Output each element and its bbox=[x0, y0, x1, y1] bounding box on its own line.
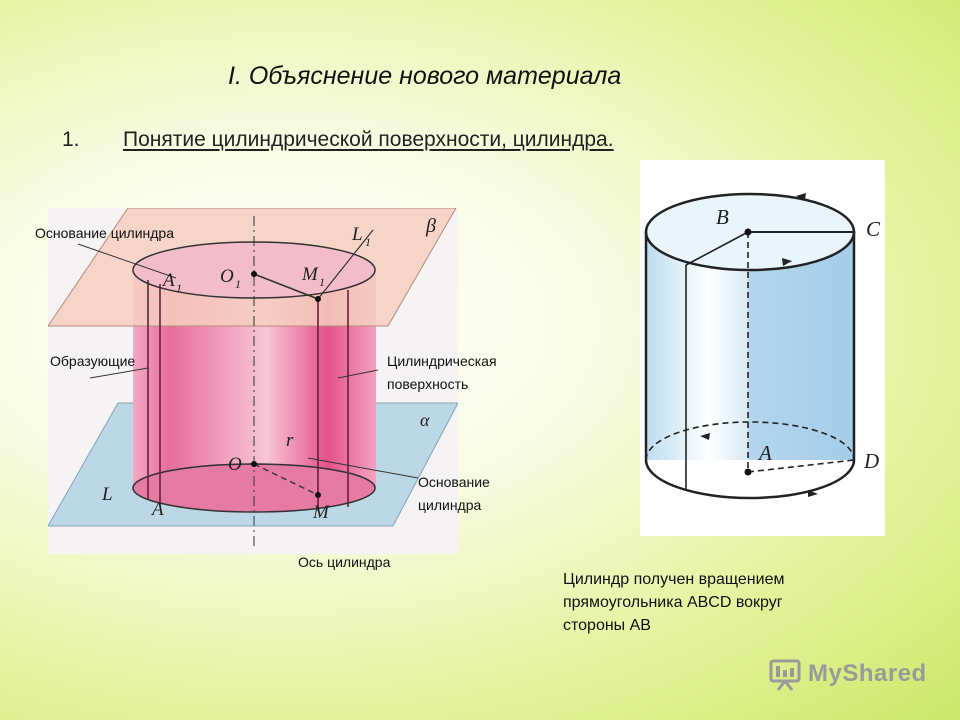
label-base-bottom-1: Основание bbox=[418, 474, 490, 490]
label-M: M bbox=[312, 502, 330, 523]
point-M1 bbox=[315, 296, 321, 302]
label-surface-1: Цилиндрическая bbox=[387, 353, 497, 369]
arrow-bottom-front bbox=[808, 490, 818, 497]
label-surface-2: поверхность bbox=[387, 376, 469, 392]
caption-line-1: Цилиндр получен вращением bbox=[563, 571, 785, 588]
label-O: O bbox=[228, 454, 242, 475]
arrow-bottom-back bbox=[700, 433, 710, 440]
arrow-top-front bbox=[782, 258, 792, 266]
radius-top bbox=[253, 273, 319, 300]
rotated-radius-top bbox=[685, 231, 749, 266]
label-L1: L bbox=[351, 224, 363, 245]
point-A bbox=[744, 468, 752, 476]
label-C: C bbox=[866, 217, 881, 241]
bottom-base-front bbox=[644, 459, 856, 500]
label-L: L bbox=[101, 484, 113, 505]
label-O1-sub: 1 bbox=[235, 277, 241, 291]
label-base-bottom-2: цилиндра bbox=[418, 497, 482, 513]
label-O1: O bbox=[220, 266, 234, 287]
label-A: A bbox=[150, 499, 164, 520]
label-r: r bbox=[286, 430, 294, 451]
point-O1 bbox=[251, 271, 257, 277]
radius-bottom bbox=[253, 463, 319, 496]
subheading: Понятие цилиндрической поверхности, цили… bbox=[123, 128, 614, 151]
label-D: D bbox=[863, 449, 879, 473]
label-M1: M bbox=[301, 264, 319, 285]
bottom-base-back bbox=[645, 421, 855, 461]
leader-surface bbox=[337, 369, 379, 379]
label-B: B bbox=[716, 205, 729, 229]
subheading-number: 1. bbox=[62, 128, 80, 151]
presentation-icon bbox=[769, 659, 801, 691]
figure2-caption: Цилиндр получен вращением прямоугольника… bbox=[563, 568, 784, 637]
bottom-base-hidden-edge bbox=[132, 463, 376, 489]
point-O bbox=[251, 461, 257, 467]
point-B bbox=[744, 228, 752, 236]
label-axis: Ось цилиндра bbox=[298, 554, 391, 570]
label-alpha: α bbox=[420, 410, 430, 430]
label-beta: β bbox=[425, 215, 436, 237]
label-A: A bbox=[757, 441, 772, 465]
cylinder-planes-figure: β α L 1 A 1 O 1 M 1 O r L A M bbox=[48, 208, 458, 554]
leader-generatrices bbox=[89, 367, 149, 379]
label-A1-sub: 1 bbox=[176, 281, 182, 295]
arrow-top-back bbox=[796, 193, 806, 200]
label-base-top: Основание цилиндра bbox=[35, 225, 175, 241]
line-L1 bbox=[317, 229, 374, 300]
watermark-text: MyShared bbox=[808, 660, 927, 687]
point-M bbox=[315, 492, 321, 498]
label-L1-sub: 1 bbox=[365, 235, 371, 249]
caption-line-3: стороны AB bbox=[563, 617, 651, 634]
label-A1: A bbox=[161, 270, 175, 291]
leader-base-bottom bbox=[307, 457, 419, 479]
revolution-cylinder-figure: B C A D bbox=[640, 160, 885, 536]
caption-line-2: прямоугольника ABCD вокруг bbox=[563, 594, 783, 611]
label-M1-sub: 1 bbox=[319, 275, 325, 289]
slide-title: I. Объяснение нового материала bbox=[228, 62, 622, 90]
segment-AD bbox=[747, 459, 855, 473]
label-generatrices: Образующие bbox=[50, 353, 136, 369]
leader-base-top bbox=[77, 243, 177, 279]
